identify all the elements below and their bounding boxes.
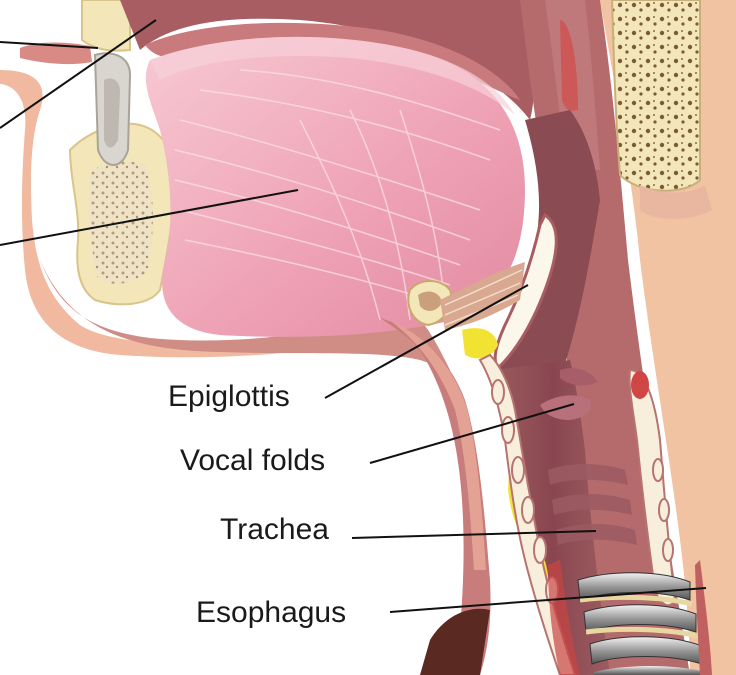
leader-line-vocal-folds xyxy=(369,403,575,464)
leader-line-tongue xyxy=(0,189,299,246)
label-trachea: Trachea xyxy=(220,513,329,546)
pre-epiglottic-fat xyxy=(462,328,498,359)
vocal-folds xyxy=(540,395,592,420)
leader-line-trachea xyxy=(351,530,597,539)
leader-line-lip xyxy=(0,41,99,49)
tongue xyxy=(145,36,526,337)
leader-line-epiglottis xyxy=(324,284,529,399)
leader-line-palate xyxy=(0,19,157,129)
leader-line-esophagus xyxy=(389,587,707,613)
label-epiglottis: Epiglottis xyxy=(168,380,290,413)
upper-lip xyxy=(20,42,92,65)
label-vocal-folds: Vocal folds xyxy=(180,444,326,477)
leader-lines xyxy=(0,19,707,613)
label-esophagus: Esophagus xyxy=(196,596,347,629)
hard-palate xyxy=(120,0,535,120)
vertebra xyxy=(610,0,701,192)
